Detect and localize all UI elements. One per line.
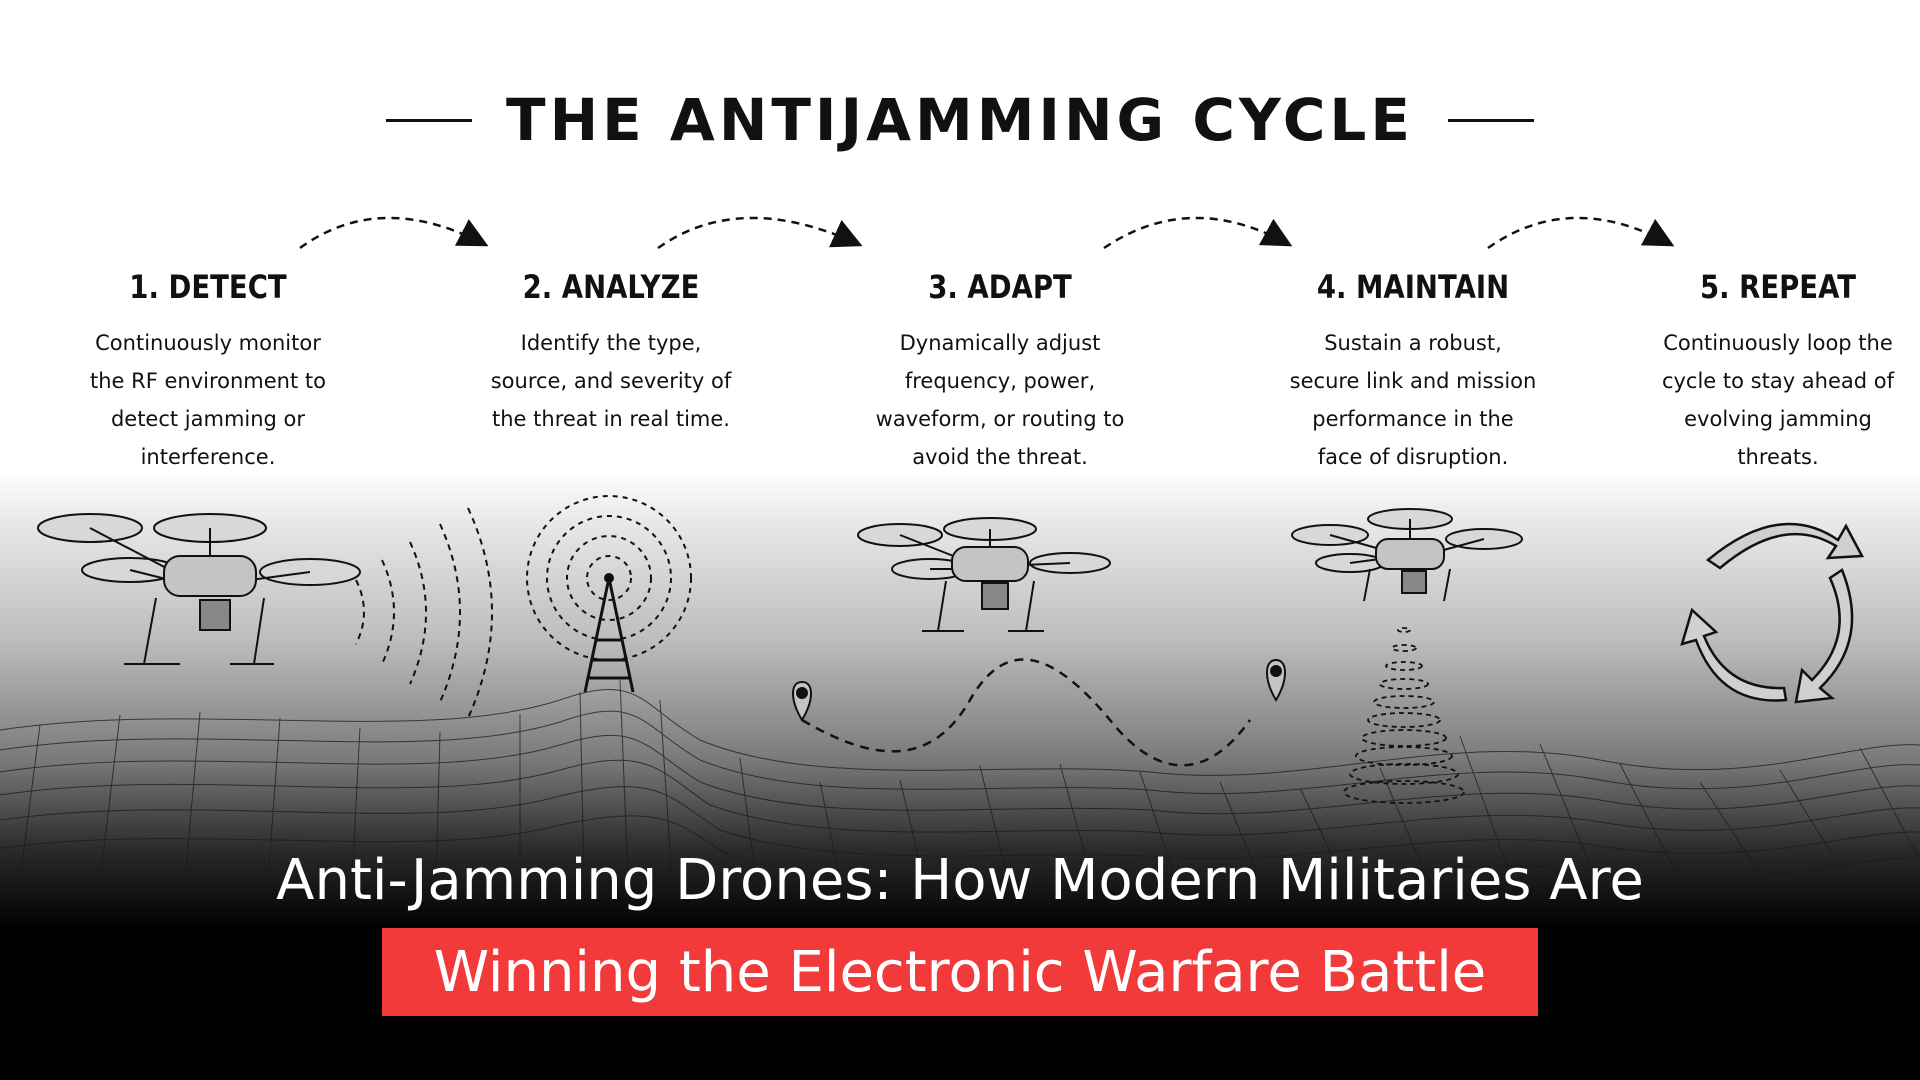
flow-arrows	[299, 216, 1675, 250]
step-adapt: 3. ADAPT Dynamically adjust frequency, p…	[850, 268, 1150, 476]
step-description: Dynamically adjust frequency, power, wav…	[875, 331, 1125, 469]
cycle-arrows-icon	[1680, 522, 1865, 704]
drone-icon	[857, 517, 1111, 632]
step-heading: 4. MAINTAIN	[1316, 268, 1510, 306]
drone-icon	[1291, 508, 1523, 602]
radio-tower-icon	[526, 495, 692, 693]
route-path	[801, 658, 1252, 767]
terrain-wireframe	[0, 679, 1920, 885]
banner-headline-line1: Anti-Jamming Drones: How Modern Militari…	[276, 848, 1644, 913]
map-pin-icon	[1266, 658, 1286, 702]
arrow-adapt-to-maintain	[1103, 216, 1293, 250]
arrow-analyze-to-adapt	[657, 216, 863, 250]
step-repeat: 5. REPEAT Continuously loop the cycle to…	[1628, 268, 1920, 476]
signal-waves-icon	[355, 507, 493, 719]
step-maintain: 4. MAINTAIN Sustain a robust, secure lin…	[1263, 268, 1563, 476]
step-description: Sustain a robust, secure link and missio…	[1289, 331, 1537, 469]
step-description: Continuously monitor the RF environment …	[90, 331, 326, 469]
title-rule-right	[1447, 118, 1534, 122]
step-heading: 5. REPEAT	[1699, 268, 1857, 306]
step-heading: 1. DETECT	[129, 268, 287, 306]
page-title: THE ANTIJAMMING CYCLE	[506, 86, 1414, 154]
step-heading: 3. ADAPT	[928, 268, 1072, 306]
title-rule-left	[386, 118, 473, 122]
step-detect: 1. DETECT Continuously monitor the RF en…	[58, 268, 358, 476]
arrow-detect-to-analyze	[299, 216, 489, 250]
step-description: Identify the type, source, and severity …	[490, 331, 732, 431]
signal-beam-icon	[1343, 627, 1465, 804]
arrow-maintain-to-repeat	[1487, 216, 1675, 250]
drone-icon	[37, 513, 361, 665]
step-description: Continuously loop the cycle to stay ahea…	[1661, 331, 1895, 469]
map-pin-icon	[792, 680, 812, 722]
banner-headline-line2: Winning the Electronic Warfare Battle	[433, 939, 1487, 1005]
step-analyze: 2. ANALYZE Identify the type, source, an…	[461, 268, 761, 438]
title-row: THE ANTIJAMMING CYCLE	[0, 80, 1920, 160]
step-heading: 2. ANALYZE	[522, 268, 700, 306]
banner-highlight-box: Winning the Electronic Warfare Battle	[382, 928, 1538, 1016]
